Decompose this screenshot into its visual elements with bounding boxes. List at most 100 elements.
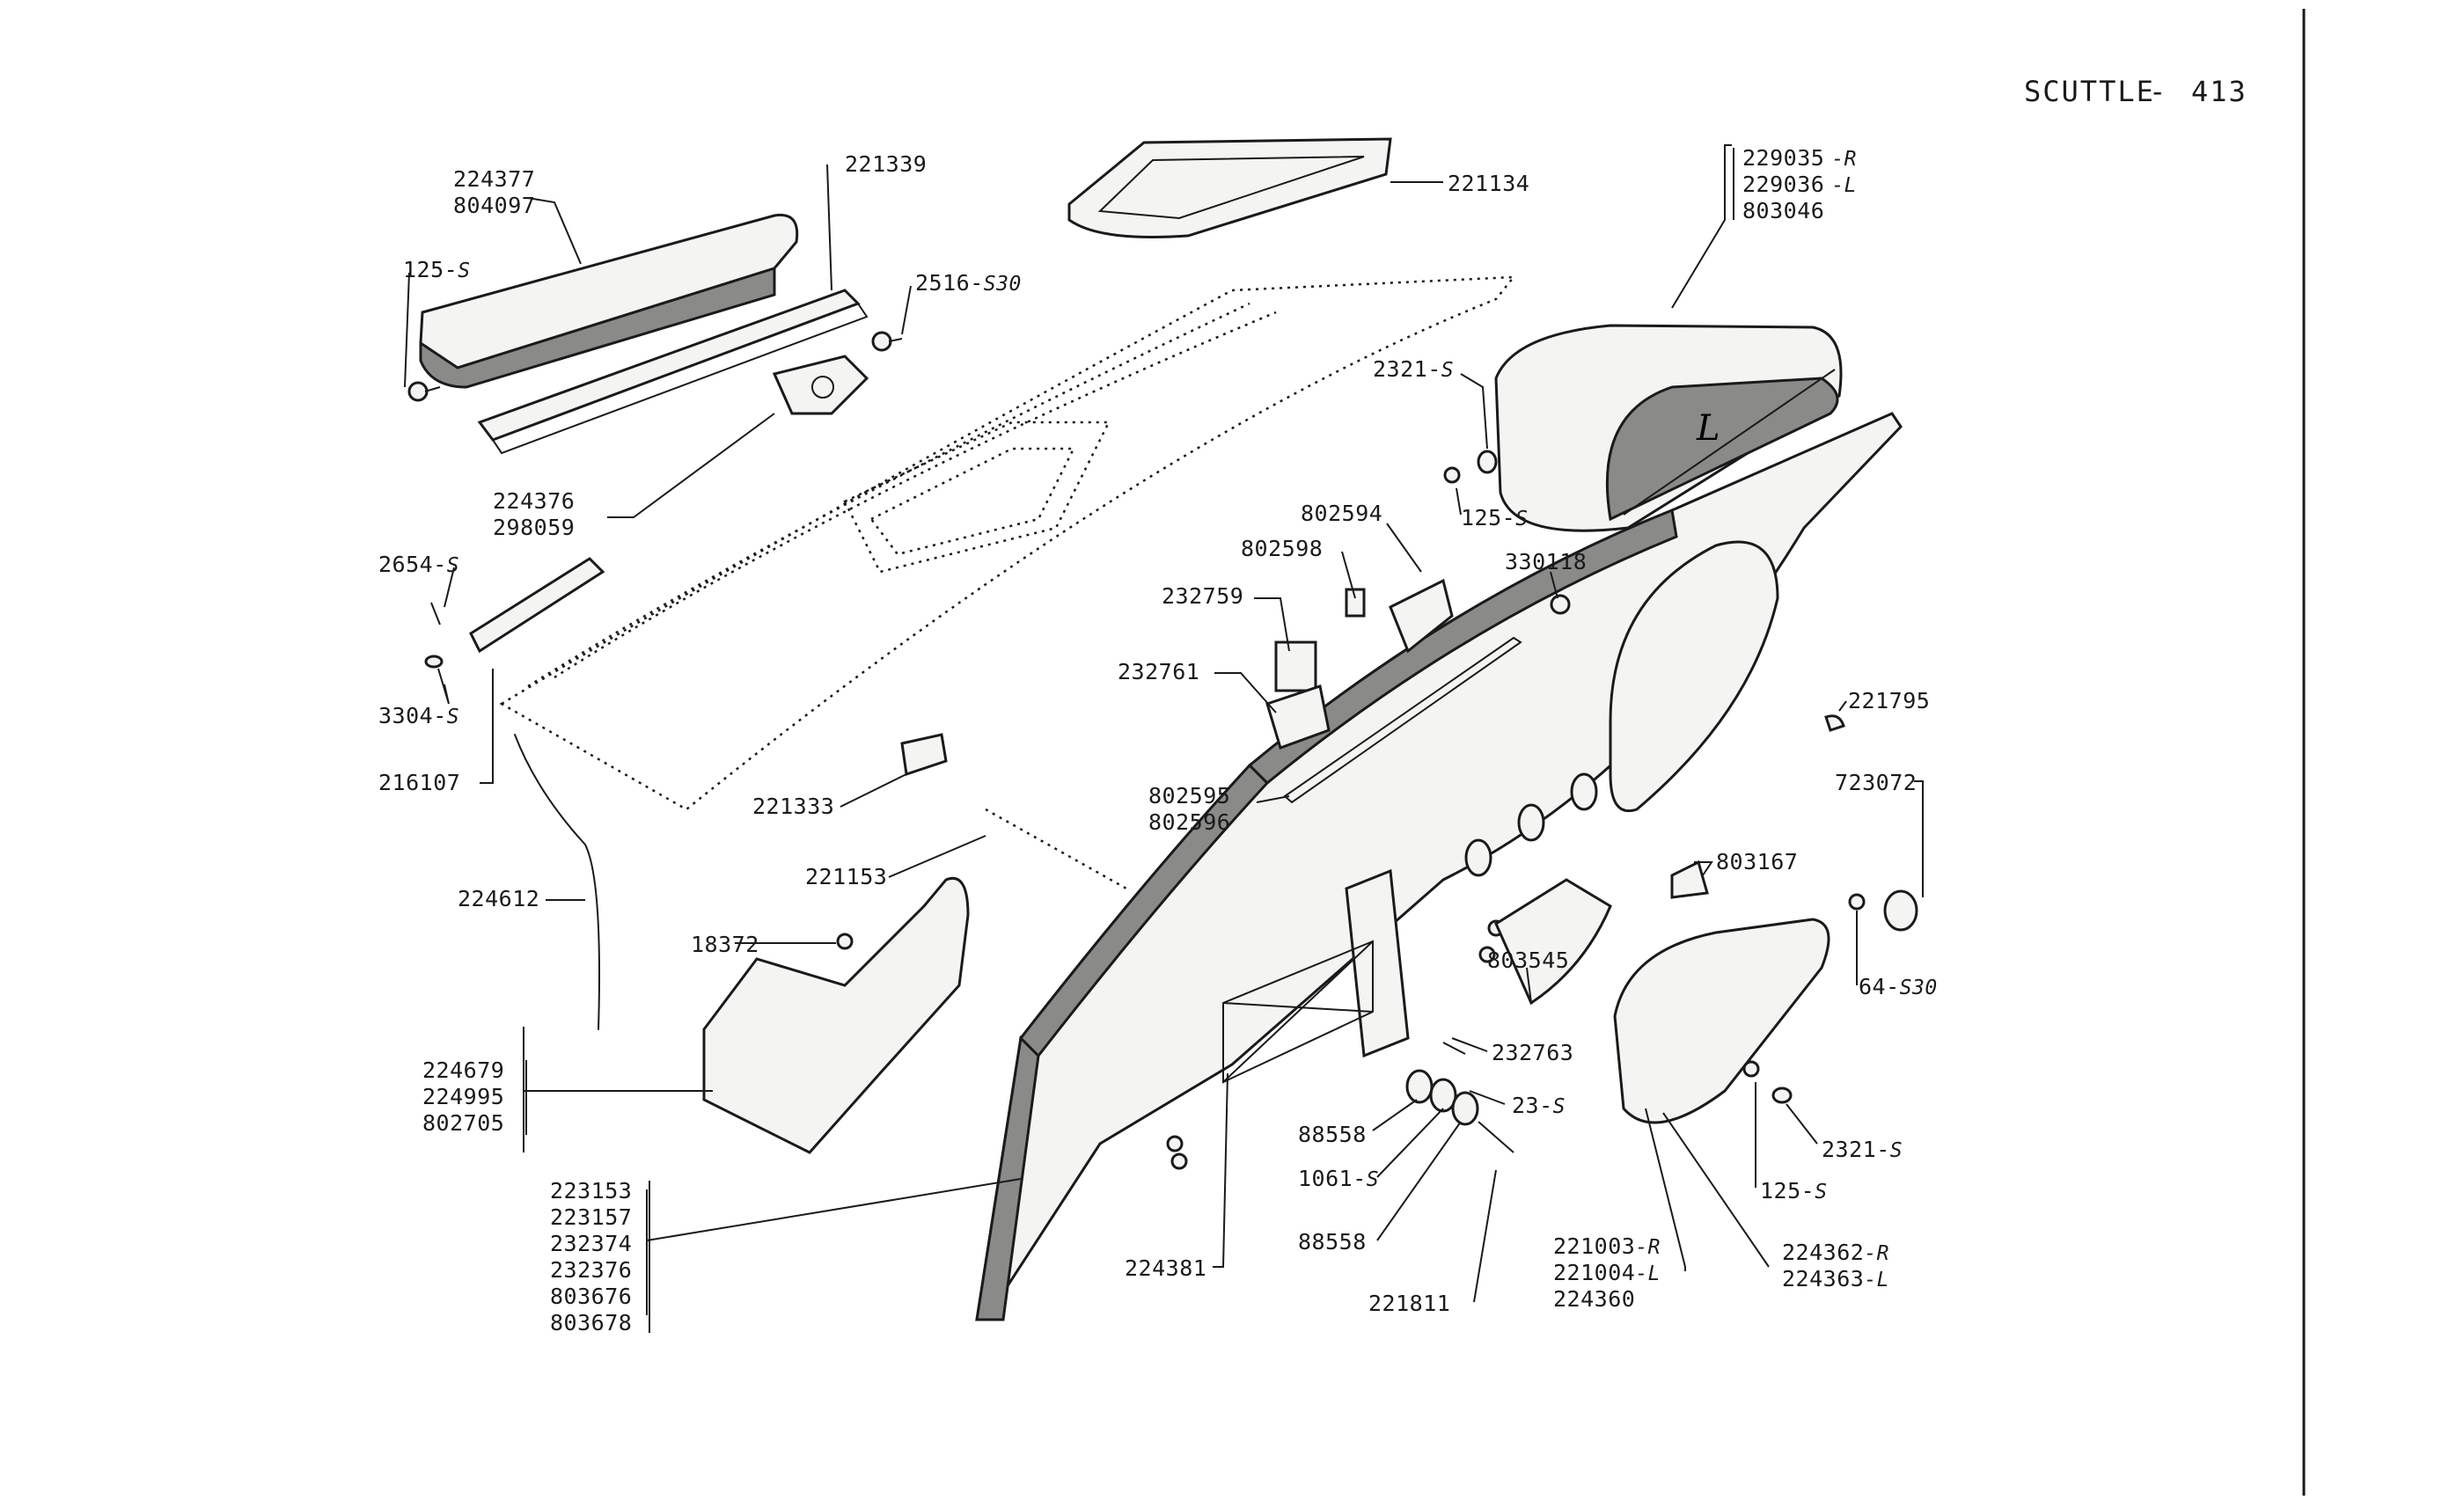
screw-125s-a: [407, 381, 441, 402]
screw-18372: [836, 933, 854, 950]
washer-2321-a: [1477, 450, 1498, 474]
label-224612: 224612: [458, 886, 539, 911]
lid-hinge-bracket-221339: [477, 289, 869, 455]
label-802705: 802705: [422, 1110, 504, 1136]
lock-plate-224376: [772, 355, 869, 415]
label-88558-a: 88558: [1298, 1122, 1367, 1147]
label-802594: 802594: [1301, 501, 1382, 526]
label-2516-s30: 2516-S30: [915, 270, 1022, 296]
label-232763: 232763: [1492, 1040, 1573, 1065]
page-header: SCUTTLE - 413: [2024, 9, 2306, 1496]
label-216107: 216107: [378, 770, 460, 795]
bracket-803167: [1670, 860, 1709, 899]
label-221339: 221339: [845, 151, 927, 177]
label-229035: 229035-R: [1742, 145, 1857, 171]
part-labels: 224377 804097 221339 125-S 2516-S30 2211…: [378, 145, 1938, 1335]
label-125s-a: 125-S: [403, 257, 471, 282]
label-2321s-a: 2321-S: [1373, 356, 1454, 382]
label-232761: 232761: [1118, 659, 1199, 684]
welt-221153: [985, 808, 1127, 890]
label-804097: 804097: [453, 193, 535, 218]
clip-802598: [1345, 588, 1366, 618]
bracket-224679: [702, 877, 970, 1154]
label-224360: 224360: [1553, 1286, 1635, 1312]
label-723072: 723072: [1835, 770, 1917, 795]
label-221004: 221004-L: [1553, 1260, 1661, 1285]
label-125s-b: 125-S: [1461, 505, 1529, 530]
label-803167: 803167: [1716, 849, 1798, 874]
label-224376: 224376: [493, 488, 575, 514]
screw-125s-c: [1742, 1060, 1760, 1078]
label-802595: 802595: [1148, 783, 1230, 809]
rubber-channel-802595: [1283, 636, 1522, 804]
label-18372: 18372: [691, 932, 759, 957]
label-803545: 803545: [1487, 948, 1569, 973]
plate-232761: [1265, 684, 1331, 750]
label-3304s: 3304-S: [378, 703, 459, 728]
label-64-s30: 64-S30: [1859, 974, 1938, 999]
label-224679: 224679: [422, 1057, 504, 1083]
fastener-723072: [1883, 889, 1918, 932]
label-803676: 803676: [550, 1284, 632, 1309]
tube-224612: [514, 734, 600, 1030]
label-88558-b: 88558: [1298, 1229, 1367, 1255]
screw-2654: [430, 602, 441, 626]
label-803678: 803678: [550, 1310, 632, 1335]
label-23s: 23-S: [1512, 1093, 1566, 1118]
washer-88558-b: [1451, 1091, 1479, 1126]
ventilator-frame-221134: [1067, 137, 1392, 238]
screw-64-s30: [1848, 893, 1866, 911]
label-232759: 232759: [1162, 583, 1243, 609]
label-224995: 224995: [422, 1084, 504, 1109]
block-221333: [900, 733, 948, 776]
label-1061s: 1061-S: [1298, 1166, 1379, 1191]
label-224381: 224381: [1125, 1255, 1206, 1281]
label-224362: 224362-R: [1782, 1240, 1889, 1265]
mirror-housing-229035: L: [1494, 324, 1843, 532]
side-cover-221003: [1613, 918, 1830, 1124]
pin-23s: [1442, 1042, 1466, 1055]
grommet-330118: [1550, 594, 1571, 615]
label-298059: 298059: [493, 515, 575, 540]
label-221795: 221795: [1848, 688, 1930, 713]
label-803046: 803046: [1742, 198, 1824, 223]
washer-2321-b: [1771, 1087, 1793, 1104]
label-2321s-b: 2321-S: [1822, 1137, 1903, 1162]
label-224363: 224363-L: [1782, 1266, 1889, 1291]
plate-232759: [1274, 640, 1317, 692]
clip-221795: [1824, 714, 1845, 732]
screw-125s-b: [1443, 466, 1461, 484]
dimension-L-label: L: [1696, 408, 1720, 449]
label-221153: 221153: [805, 864, 887, 889]
glove-box-lid-224377: [419, 213, 799, 389]
label-232374: 232374: [550, 1231, 632, 1256]
label-229036: 229036-L: [1742, 172, 1857, 197]
label-802598: 802598: [1241, 536, 1323, 561]
scuttle-top-panel-outline: [499, 275, 1516, 811]
header-page-number: 413: [2191, 75, 2248, 108]
seal-216107: [469, 557, 605, 654]
label-221333: 221333: [752, 794, 834, 819]
label-232376: 232376: [550, 1257, 632, 1283]
label-2654s: 2654-S: [378, 552, 459, 577]
label-group-brackets: [525, 148, 1734, 1333]
label-223153: 223153: [550, 1178, 632, 1204]
bracket-802594: [1389, 578, 1454, 654]
washer-3304: [424, 655, 444, 669]
label-125s-c: 125-S: [1760, 1178, 1828, 1204]
label-223157: 223157: [550, 1204, 632, 1230]
washer-1061: [1429, 1078, 1457, 1113]
label-330118: 330118: [1505, 549, 1587, 574]
label-802596: 802596: [1148, 809, 1230, 835]
label-221134: 221134: [1448, 171, 1529, 196]
scuttle-side-panel: [975, 412, 1903, 1321]
label-221811: 221811: [1368, 1291, 1450, 1316]
leader-lines: [404, 144, 1924, 1315]
header-separator: -: [2149, 75, 2167, 108]
screw-2516-s30: [871, 331, 903, 352]
wing-bolt-221811: [1478, 1121, 1514, 1153]
header-title: SCUTTLE: [2024, 75, 2155, 108]
label-221003: 221003-R: [1553, 1233, 1661, 1259]
